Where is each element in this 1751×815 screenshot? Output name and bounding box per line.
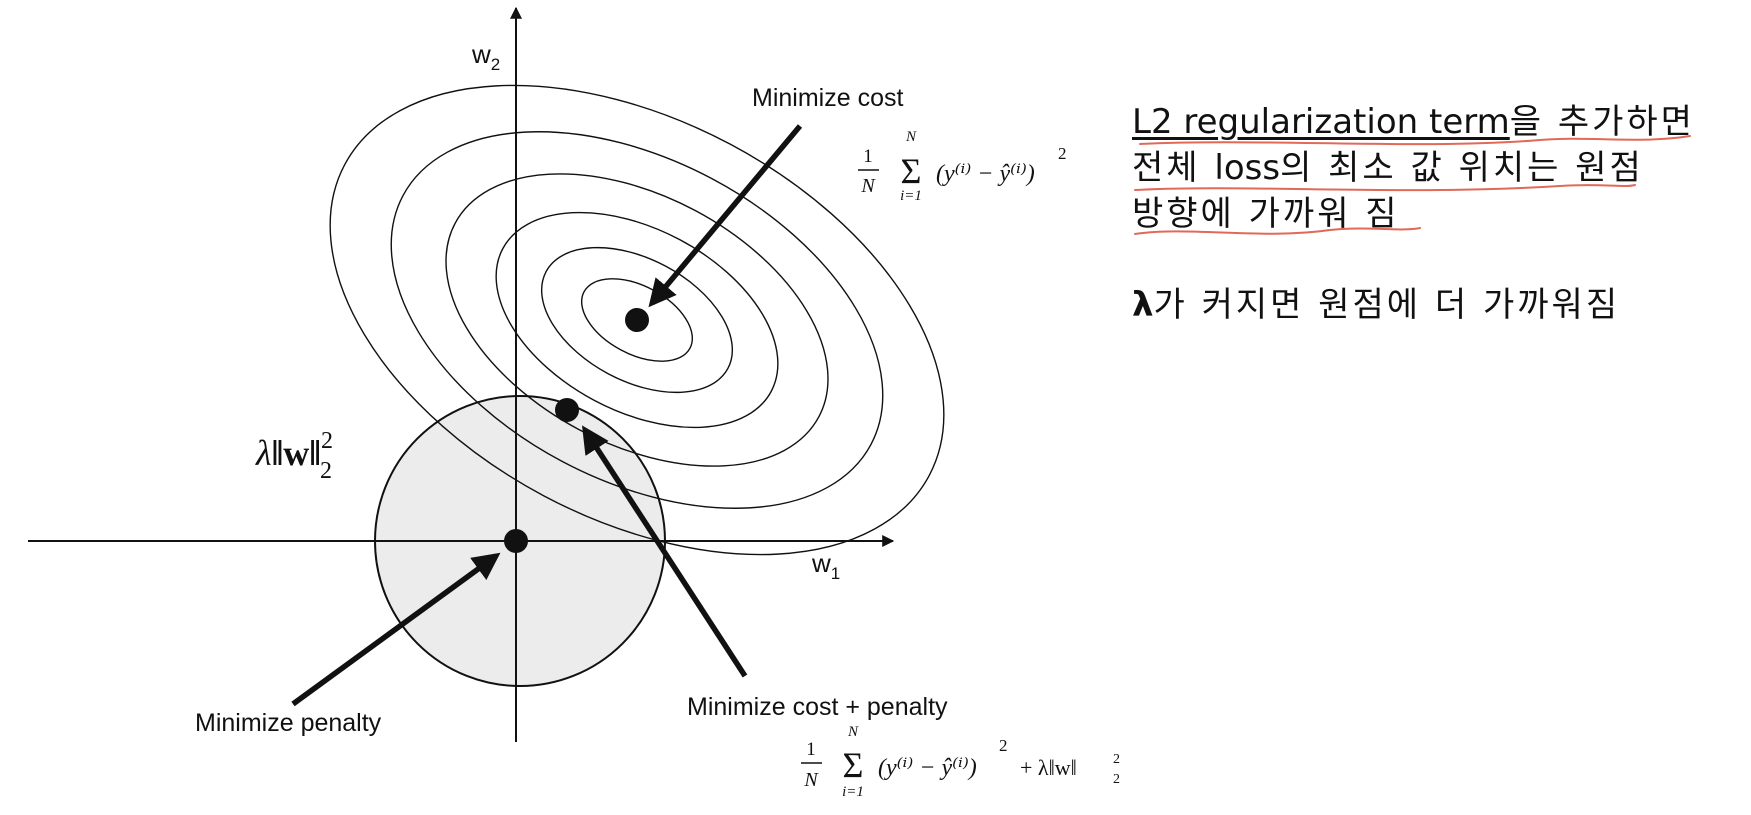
origin-point [504, 529, 528, 553]
cost-contours [329, 84, 945, 556]
regularization-note: L2 regularization term을 추가하면 전체 loss의 최소… [1132, 99, 1695, 237]
w2-axis-label: w2 [471, 39, 500, 74]
cost-penalty-formula: 1 N N Σ i=1 (y⁽ⁱ⁾ − ŷ⁽ⁱ⁾) 2 + λ‖w‖ 2 2 [801, 724, 1120, 800]
svg-text:N: N [847, 724, 859, 740]
contour-ellipse [445, 173, 829, 467]
contour-ellipse [495, 211, 779, 429]
minimize-cost-label: Minimize cost [752, 84, 903, 112]
svg-text:2: 2 [1113, 752, 1120, 767]
svg-text:N: N [860, 175, 876, 197]
arrow-to-combined-minimum [582, 425, 748, 678]
contour-ellipse [540, 246, 734, 394]
combined-minimum-point [555, 398, 579, 422]
cost-formula: 1 N N Σ i=1 (y⁽ⁱ⁾ − ŷ⁽ⁱ⁾) 2 [858, 129, 1067, 204]
note-line-2-a: 전체 [1132, 148, 1215, 188]
note-line-3: 방향에 가까워 짐 [1132, 194, 1400, 234]
cost-minimum-point [625, 308, 649, 332]
svg-text:N: N [803, 769, 819, 791]
note-line-1-korean: 을 추가하면 [1509, 102, 1695, 142]
svg-text:1: 1 [863, 146, 873, 167]
svg-text:i=1: i=1 [842, 784, 864, 800]
svg-text:N: N [905, 129, 917, 145]
note-line-2: 전체 loss의 최소 값 위치는 원점 [1132, 145, 1695, 191]
svg-text:i=1: i=1 [900, 188, 922, 204]
note-line-2-b: loss [1214, 148, 1281, 188]
svg-text:Σ: Σ [843, 745, 864, 785]
minimize-penalty-label: Minimize penalty [195, 709, 382, 737]
svg-text:Σ: Σ [901, 151, 922, 191]
arrow-to-origin [291, 552, 501, 707]
svg-text:2: 2 [999, 736, 1008, 755]
arrow-to-cost-minimum [648, 124, 803, 308]
lambda-note-text: 가 커지면 원점에 더 가까워짐 [1153, 285, 1621, 325]
lambda-note: λ가 커지면 원점에 더 가까워짐 [1132, 282, 1620, 328]
handwritten-underlines [1134, 135, 1691, 235]
note-line-1: L2 regularization term을 추가하면 [1132, 99, 1695, 145]
w1-axis-label: w1 [811, 548, 840, 583]
note-line-2-c: 의 최소 값 위치는 원점 [1280, 148, 1644, 188]
svg-text:(y⁽ⁱ⁾ − ŷ⁽ⁱ⁾): (y⁽ⁱ⁾ − ŷ⁽ⁱ⁾) [878, 755, 977, 781]
note-term: L2 regularization term [1132, 102, 1510, 142]
svg-text:2: 2 [1058, 144, 1067, 163]
lambda-symbol: λ [1132, 285, 1154, 325]
svg-text:1: 1 [806, 739, 816, 760]
contour-ellipse [390, 131, 884, 509]
minimize-cost-penalty-label: Minimize cost + penalty [687, 693, 948, 721]
svg-text:+ λ‖w‖: + λ‖w‖ [1020, 755, 1077, 780]
svg-text:2: 2 [1113, 772, 1120, 787]
svg-text:(y⁽ⁱ⁾ − ŷ⁽ⁱ⁾): (y⁽ⁱ⁾ − ŷ⁽ⁱ⁾) [936, 161, 1035, 187]
contour-ellipse [329, 84, 945, 556]
